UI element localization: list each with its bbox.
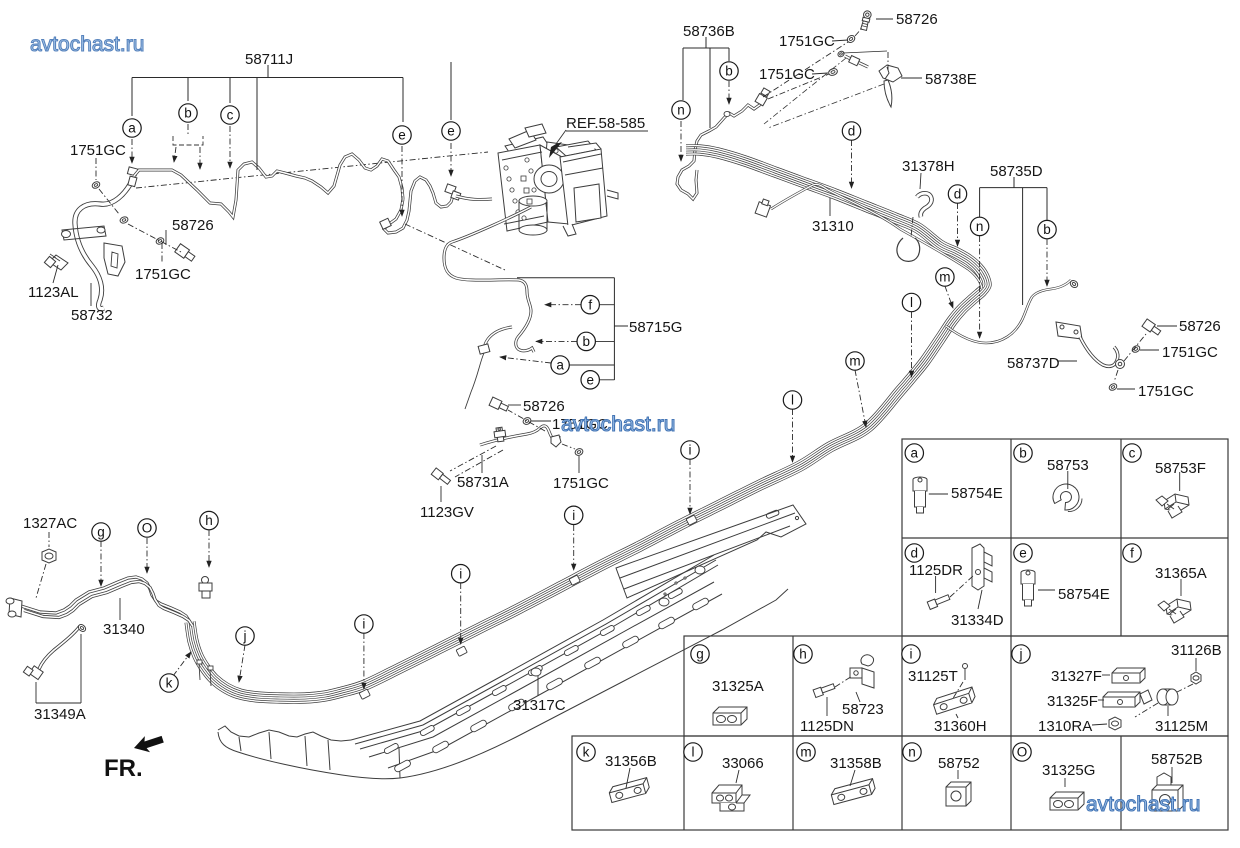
svg-text:58726: 58726 bbox=[172, 217, 214, 234]
svg-text:j: j bbox=[243, 629, 247, 644]
svg-text:a: a bbox=[128, 121, 136, 136]
svg-text:58711J: 58711J bbox=[245, 51, 293, 68]
svg-text:a: a bbox=[911, 446, 919, 461]
svg-text:1751GC: 1751GC bbox=[1138, 383, 1194, 400]
svg-text:58754E: 58754E bbox=[951, 485, 1003, 502]
svg-text:h: h bbox=[799, 647, 807, 662]
svg-text:a: a bbox=[556, 358, 564, 373]
svg-text:1310RA: 1310RA bbox=[1038, 718, 1092, 735]
svg-text:1751GC: 1751GC bbox=[70, 142, 126, 159]
svg-text:31378H: 31378H bbox=[902, 158, 955, 175]
svg-text:31340: 31340 bbox=[103, 621, 145, 638]
svg-text:avtochast.ru: avtochast.ru bbox=[1086, 793, 1200, 816]
svg-text:58753: 58753 bbox=[1047, 457, 1089, 474]
svg-text:1123GV: 1123GV bbox=[420, 504, 474, 521]
svg-text:b: b bbox=[725, 64, 733, 79]
svg-text:1751GC: 1751GC bbox=[1162, 344, 1218, 361]
svg-text:f: f bbox=[588, 297, 592, 312]
svg-text:n: n bbox=[908, 745, 916, 760]
svg-text:31325A: 31325A bbox=[712, 678, 764, 695]
svg-text:O: O bbox=[1017, 745, 1028, 760]
svg-text:avtochast.ru: avtochast.ru bbox=[561, 413, 675, 436]
svg-text:58726: 58726 bbox=[523, 398, 565, 415]
svg-text:1125DR: 1125DR bbox=[909, 562, 963, 579]
svg-text:31325F: 31325F bbox=[1047, 693, 1098, 710]
svg-text:58732: 58732 bbox=[71, 307, 113, 324]
svg-text:31356B: 31356B bbox=[605, 753, 657, 770]
svg-text:c: c bbox=[227, 108, 234, 123]
svg-text:FR.: FR. bbox=[104, 755, 143, 782]
svg-text:b: b bbox=[1019, 446, 1027, 461]
svg-text:n: n bbox=[677, 103, 685, 118]
svg-text:g: g bbox=[97, 525, 105, 540]
svg-text:REF.58-585: REF.58-585 bbox=[566, 115, 645, 132]
svg-text:n: n bbox=[976, 219, 984, 234]
svg-text:b: b bbox=[184, 106, 192, 121]
svg-text:e: e bbox=[447, 124, 455, 139]
svg-text:f: f bbox=[1130, 546, 1134, 561]
svg-text:31317C: 31317C bbox=[513, 697, 566, 714]
svg-text:b: b bbox=[1043, 222, 1051, 237]
svg-text:31358B: 31358B bbox=[830, 755, 882, 772]
svg-text:g: g bbox=[696, 647, 704, 662]
svg-text:1751GC: 1751GC bbox=[135, 266, 191, 283]
svg-text:c: c bbox=[1129, 446, 1136, 461]
svg-text:m: m bbox=[939, 270, 950, 285]
svg-text:j: j bbox=[1019, 647, 1023, 662]
svg-text:m: m bbox=[800, 745, 811, 760]
svg-text:d: d bbox=[911, 546, 919, 561]
svg-text:58737D: 58737D bbox=[1007, 355, 1060, 372]
svg-text:58735D: 58735D bbox=[990, 163, 1043, 180]
svg-text:1751GC: 1751GC bbox=[552, 416, 608, 433]
svg-text:i: i bbox=[572, 508, 575, 523]
svg-text:58726: 58726 bbox=[1179, 318, 1221, 335]
svg-text:1123AL: 1123AL bbox=[28, 284, 79, 301]
svg-text:58715G: 58715G bbox=[629, 319, 682, 336]
svg-text:l: l bbox=[692, 745, 695, 760]
svg-text:i: i bbox=[362, 617, 365, 632]
svg-text:i: i bbox=[459, 566, 462, 581]
svg-text:58753F: 58753F bbox=[1155, 460, 1206, 477]
svg-text:k: k bbox=[166, 676, 173, 691]
svg-text:58752: 58752 bbox=[938, 755, 980, 772]
svg-text:1125DN: 1125DN bbox=[800, 718, 854, 735]
svg-text:i: i bbox=[689, 443, 692, 458]
svg-text:58731A: 58731A bbox=[457, 474, 509, 491]
svg-text:58736B: 58736B bbox=[683, 23, 735, 40]
svg-text:58738E: 58738E bbox=[925, 71, 977, 88]
svg-text:avtochast.ru: avtochast.ru bbox=[30, 33, 144, 56]
svg-text:58723: 58723 bbox=[842, 701, 884, 718]
svg-text:31126B: 31126B bbox=[1171, 642, 1222, 659]
svg-text:31125M: 31125M bbox=[1155, 718, 1208, 735]
svg-text:k: k bbox=[583, 745, 590, 760]
svg-text:31334D: 31334D bbox=[951, 612, 1004, 629]
svg-text:m: m bbox=[849, 354, 860, 369]
svg-text:i: i bbox=[910, 647, 913, 662]
svg-text:b: b bbox=[582, 334, 590, 349]
svg-text:31125T: 31125T bbox=[908, 668, 958, 685]
svg-text:d: d bbox=[954, 187, 962, 202]
svg-text:33066: 33066 bbox=[722, 755, 764, 772]
svg-text:d: d bbox=[848, 124, 856, 139]
svg-text:31327F: 31327F bbox=[1051, 668, 1102, 685]
svg-text:O: O bbox=[142, 521, 153, 536]
svg-text:1751GC: 1751GC bbox=[553, 475, 609, 492]
svg-text:1751GC: 1751GC bbox=[759, 66, 815, 83]
svg-text:31310: 31310 bbox=[812, 218, 854, 235]
svg-text:e: e bbox=[586, 372, 594, 387]
svg-text:1751GC: 1751GC bbox=[779, 33, 835, 50]
svg-text:1327AC: 1327AC bbox=[23, 515, 77, 532]
svg-text:l: l bbox=[910, 295, 913, 310]
svg-text:31349A: 31349A bbox=[34, 706, 86, 723]
svg-text:e: e bbox=[398, 128, 406, 143]
svg-text:58752B: 58752B bbox=[1151, 751, 1203, 768]
svg-text:l: l bbox=[791, 393, 794, 408]
svg-text:31325G: 31325G bbox=[1042, 762, 1095, 779]
svg-text:58726: 58726 bbox=[896, 11, 938, 28]
svg-text:e: e bbox=[1019, 546, 1027, 561]
svg-text:h: h bbox=[205, 513, 213, 528]
svg-text:31365A: 31365A bbox=[1155, 565, 1207, 582]
svg-text:31360H: 31360H bbox=[934, 718, 987, 735]
svg-text:58754E: 58754E bbox=[1058, 586, 1110, 603]
